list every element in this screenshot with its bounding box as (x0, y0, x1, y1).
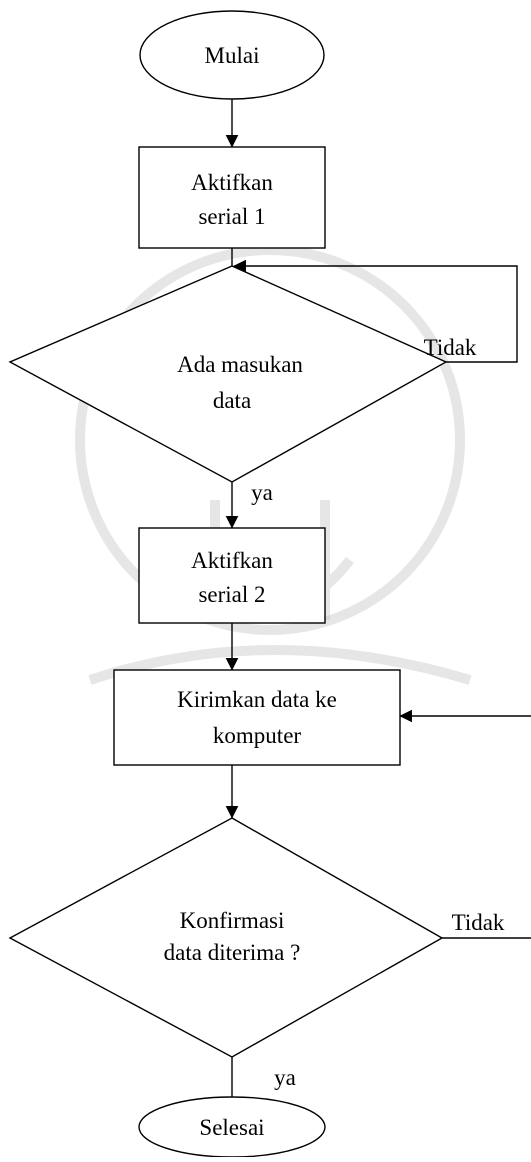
decision1-yes-label: ya (251, 480, 273, 505)
process-activate-serial2: Aktifkan serial 2 (138, 527, 326, 624)
serial2-line1: Aktifkan (191, 548, 273, 573)
decision2-line2: data diterima ? (164, 940, 301, 965)
process-send-data: Kirimkan data ke komputer (113, 669, 401, 766)
decision1-line1: Ada masukan (177, 352, 303, 377)
decision1-line2: data (213, 388, 251, 413)
decision1-no-label: Tidak (424, 335, 477, 360)
end-terminator: Selesai (138, 1096, 326, 1158)
start-terminator: Mulai (139, 10, 325, 100)
process-activate-serial1: Aktifkan serial 1 (138, 146, 326, 249)
decision-confirm: Konfirmasi data diterima ? (8, 817, 444, 1058)
start-label: Mulai (205, 43, 260, 68)
decision2-no-label: Tidak (452, 910, 505, 935)
arrow-no-loop-1 (233, 259, 518, 363)
serial1-line2: serial 1 (198, 204, 265, 229)
decision2-yes-label: ya (274, 1065, 296, 1090)
end-label: Selesai (199, 1115, 264, 1140)
send-line2: komputer (213, 723, 301, 748)
serial1-line1: Aktifkan (191, 170, 273, 195)
decision2-line1: Konfirmasi (180, 908, 285, 933)
send-line1: Kirimkan data ke (177, 687, 337, 712)
serial2-line2: serial 2 (198, 582, 265, 607)
